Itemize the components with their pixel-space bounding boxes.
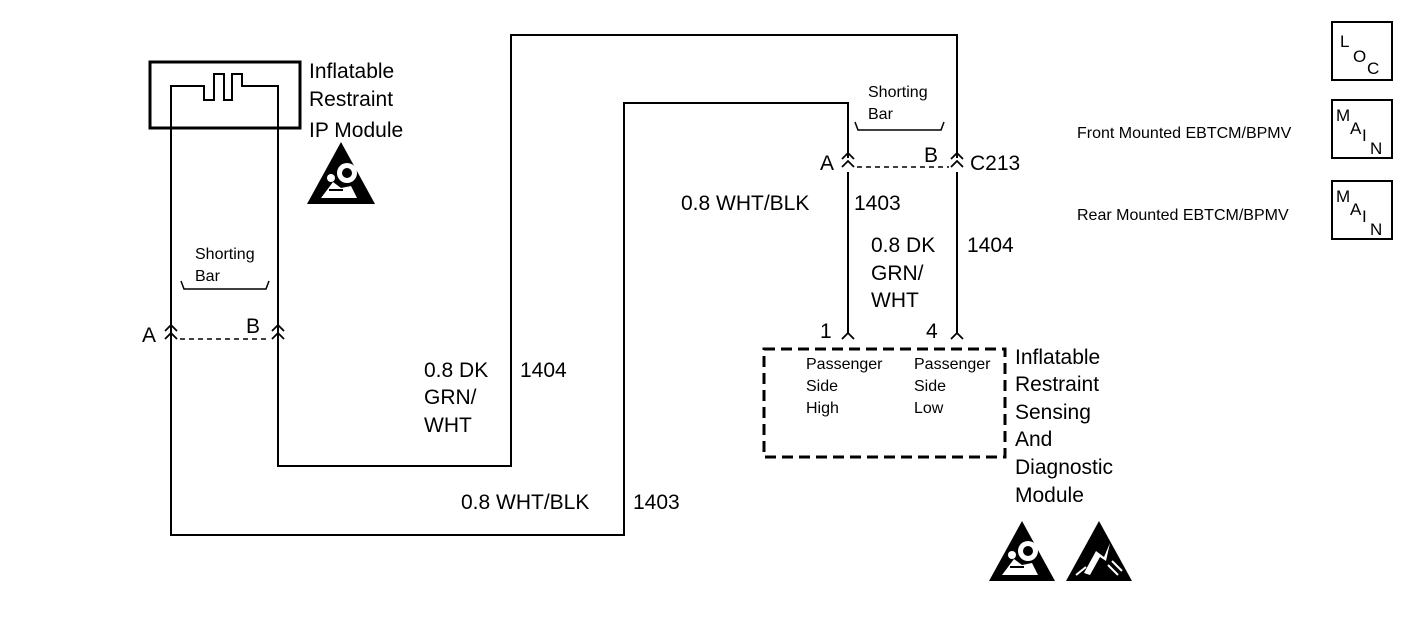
- ip-module-internal-trace: [170, 73, 279, 336]
- wire-1404-lower-gauge-color-3: WHT: [424, 414, 472, 437]
- svg-text:N: N: [1370, 220, 1382, 239]
- sdm-high-label-3: High: [806, 400, 839, 417]
- sdm-name-line-1: Inflatable: [1015, 346, 1100, 369]
- ip-shorting-bar-label-1: Shorting: [195, 246, 255, 263]
- wire-1403: [170, 102, 849, 536]
- c213-shorting-bar-label-1: Shorting: [868, 84, 928, 101]
- sdm-name-line-5: Diagnostic: [1015, 456, 1113, 479]
- wire-1404-lower-gauge-color-1: 0.8 DK: [424, 359, 488, 382]
- svg-text:M: M: [1336, 187, 1350, 206]
- airbag-warning-icon: [989, 521, 1055, 581]
- svg-text:C: C: [1367, 59, 1379, 78]
- ip-shorting-bar-bracket: [180, 280, 270, 290]
- sdm-low-label-1: Passenger: [914, 356, 991, 373]
- svg-text:N: N: [1370, 139, 1382, 158]
- ip-module-name-line-2: Restraint: [309, 88, 393, 111]
- sdm-pin-high-label: 1: [820, 320, 832, 343]
- svg-text:A: A: [1350, 119, 1362, 138]
- c213-terminal-a-label: A: [820, 152, 834, 175]
- sdm-name-line-2: Restraint: [1015, 373, 1099, 396]
- esd-warning-icon: [1066, 521, 1132, 581]
- ip-module-name-line-1: Inflatable: [309, 60, 394, 83]
- airbag-warning-icon: [307, 142, 375, 204]
- ip-shorting-bar-label-2: Bar: [195, 268, 221, 285]
- sdm-high-label-2: Side: [806, 378, 838, 395]
- sdm-box: [762, 347, 1007, 459]
- wire-1404-upper-gauge-color-3: WHT: [871, 289, 919, 312]
- c213-terminal-a-connector-icon: [841, 151, 855, 168]
- svg-text:I: I: [1362, 207, 1367, 226]
- svg-text:I: I: [1362, 126, 1367, 145]
- ip-module-box: [148, 60, 302, 130]
- wire-1403-lower-circuit: 1403: [633, 491, 680, 514]
- ip-terminal-a-label: A: [142, 324, 156, 347]
- svg-text:L: L: [1340, 32, 1349, 51]
- rear-ebtcm-label: Rear Mounted EBTCM/BPMV: [1077, 207, 1289, 224]
- wire-1403-upper-gauge-color: 0.8 WHT/BLK: [681, 192, 809, 215]
- sdm-pin-1-connector-icon: [841, 331, 855, 340]
- ip-module-name-line-3: IP Module: [309, 119, 403, 142]
- sdm-low-label-3: Low: [914, 400, 944, 417]
- wire-1404-upper-circuit: 1404: [967, 234, 1014, 257]
- c213-shorting-bar-label-2: Bar: [868, 106, 894, 123]
- wire-1404-lower-gauge-color-2: GRN/: [424, 386, 477, 409]
- c213-terminal-b-label: B: [924, 144, 938, 167]
- ip-terminal-b-connector-icon: [271, 323, 285, 340]
- sdm-pin-low-label: 4: [926, 320, 938, 343]
- svg-text:A: A: [1350, 200, 1362, 219]
- ip-terminal-a-connector-icon: [164, 323, 178, 340]
- sdm-high-label-1: Passenger: [806, 356, 883, 373]
- front-ebtcm-label: Front Mounted EBTCM/BPMV: [1077, 125, 1292, 142]
- wire-1404-upper-gauge-color-1: 0.8 DK: [871, 234, 935, 257]
- sdm-name-line-6: Module: [1015, 484, 1084, 507]
- c213-connector-name: C213: [970, 152, 1020, 175]
- c213-shorting-bar-bracket: [854, 121, 945, 131]
- sdm-low-label-2: Side: [914, 378, 946, 395]
- wire-1403-lower-gauge-color: 0.8 WHT/BLK: [461, 491, 589, 514]
- wire-1404-upper-gauge-color-2: GRN/: [871, 262, 924, 285]
- wire-1404-lower-circuit: 1404: [520, 359, 567, 382]
- ip-terminal-b-label: B: [246, 315, 260, 338]
- c213-terminal-b-connector-icon: [950, 151, 964, 168]
- wire-1404: [277, 34, 958, 467]
- loc-reference-icon[interactable]: L O C: [1331, 21, 1393, 81]
- sdm-pin-4-connector-icon: [950, 331, 964, 340]
- sdm-name-line-3: Sensing: [1015, 401, 1091, 424]
- front-main-reference-icon[interactable]: M A I N: [1331, 99, 1393, 159]
- sdm-name-line-4: And: [1015, 428, 1052, 451]
- svg-text:O: O: [1353, 47, 1366, 66]
- svg-text:M: M: [1336, 106, 1350, 125]
- wire-1403-upper-circuit: 1403: [854, 192, 901, 215]
- rear-main-reference-icon[interactable]: M A I N: [1331, 180, 1393, 240]
